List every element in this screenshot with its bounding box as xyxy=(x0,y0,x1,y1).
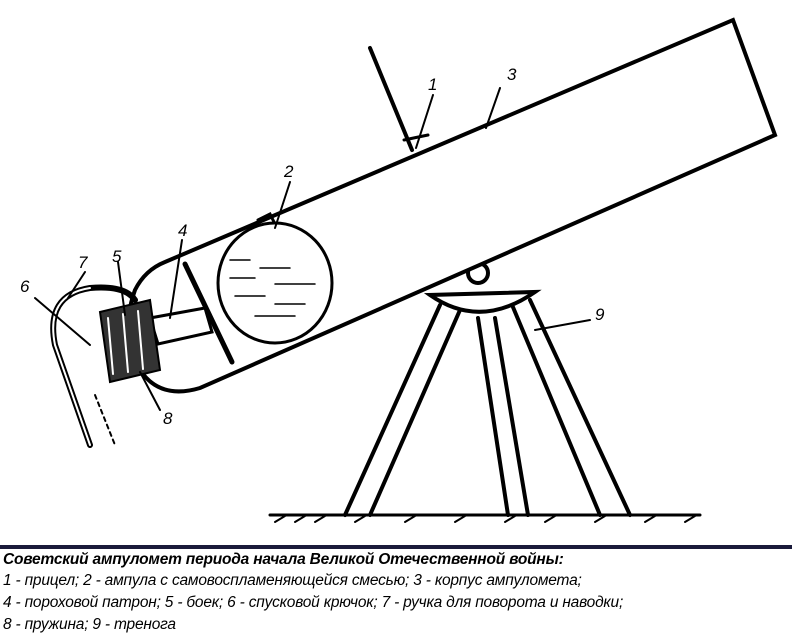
label-3: 3 xyxy=(507,65,517,84)
ampule-neck xyxy=(256,211,276,224)
ground-hatching xyxy=(274,515,696,523)
caption-line-2: 4 - пороховой патрон; 5 - боек; 6 - спус… xyxy=(3,594,624,611)
tripod-leg xyxy=(343,303,462,517)
label-2: 2 xyxy=(283,162,294,181)
tripod-leg xyxy=(476,316,530,517)
tube-body xyxy=(126,17,778,394)
spring xyxy=(107,310,144,375)
tripod-head xyxy=(423,289,542,314)
ampulomet-drawing: 1 2 3 4 5 6 7 8 9 xyxy=(20,17,778,523)
leader-lines xyxy=(34,87,591,411)
label-5: 5 xyxy=(112,247,122,266)
sight-mount xyxy=(402,133,430,142)
label-8: 8 xyxy=(163,409,173,428)
label-6: 6 xyxy=(20,277,30,296)
label-4: 4 xyxy=(178,221,187,240)
sight xyxy=(368,46,414,152)
breech-block xyxy=(98,298,162,384)
handle-swing-path xyxy=(94,394,116,446)
caption-line-1: 1 - прицел; 2 - ампула с самовоспламеняю… xyxy=(3,572,582,589)
caption-line-3: 8 - пружина; 9 - тренога xyxy=(3,616,176,633)
tube-partition xyxy=(182,261,235,365)
tripod-leg xyxy=(508,298,632,517)
label-1: 1 xyxy=(428,75,437,94)
label-7: 7 xyxy=(78,253,88,272)
label-9: 9 xyxy=(595,305,605,324)
handle-highlight xyxy=(52,287,91,446)
caption-title: Советский ампуломет периода начала Велик… xyxy=(3,551,564,568)
ampule xyxy=(216,221,334,345)
ampule-liquid-hatching xyxy=(229,259,316,317)
caption-divider xyxy=(0,545,792,549)
